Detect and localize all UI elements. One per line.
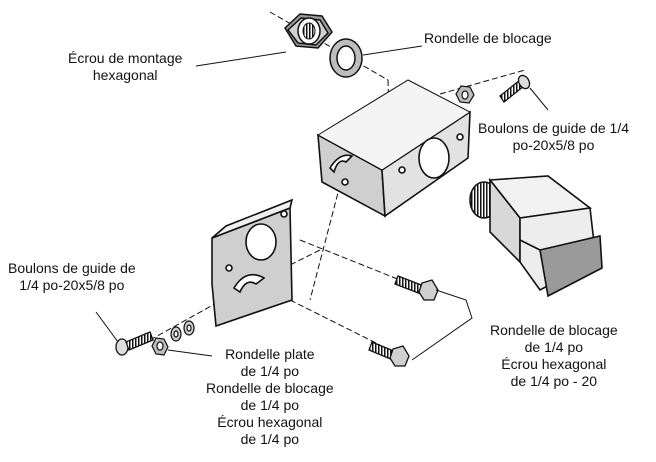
- label-lock-washer-top: Rondelle de blocage: [424, 30, 552, 47]
- label-line: Rondelle de blocage: [424, 30, 552, 46]
- label-line: hexagonal: [92, 67, 158, 83]
- label-line: Rondelle plate: [225, 346, 315, 362]
- label-guide-bolts-left: Boulons de guide de 1/4 po-20x5/8 po: [8, 260, 136, 294]
- label-line: de 1/4 po: [240, 431, 300, 447]
- label-line: de 1/4 po: [240, 397, 300, 413]
- label-washers-left: Rondelle plate de 1/4 po Rondelle de blo…: [206, 346, 334, 448]
- middle-bolt-lower: [368, 341, 410, 367]
- label-line: de 1/4 po - 20: [510, 373, 598, 389]
- label-line: 1/4 po-20x5/8 po: [19, 277, 125, 293]
- hex-mounting-nut: [284, 13, 333, 49]
- label-line: Rondelle de blocage: [490, 322, 618, 338]
- leader-lines: [95, 45, 549, 361]
- sensor-module: [469, 175, 603, 298]
- label-line: Écrou hexagonal: [501, 356, 607, 372]
- label-line: de 1/4 po: [240, 363, 300, 379]
- label-line: Boulons de guide de: [8, 260, 136, 276]
- label-line: de 1/4 po: [524, 339, 584, 355]
- middle-bolt-upper: [394, 275, 439, 301]
- label-washers-right: Rondelle de blocage de 1/4 po Écrou hexa…: [490, 322, 618, 390]
- right-l-bracket: [317, 79, 471, 218]
- label-line: po-20x5/8 po: [512, 137, 595, 153]
- small-hardware-left: [151, 320, 195, 356]
- left-bracket-plate: [211, 198, 294, 328]
- label-line: Écrou de montage: [68, 50, 183, 66]
- guide-bolt-top-right: [499, 74, 531, 103]
- guide-bolt-bottom-left: [115, 331, 154, 356]
- lock-washer-top: [329, 38, 363, 78]
- label-mount-nut: Écrou de montage hexagonal: [68, 50, 182, 84]
- label-line: Écrou hexagonal: [217, 414, 323, 430]
- label-line: Rondelle de blocage: [206, 380, 334, 396]
- label-guide-bolts-right: Boulons de guide de 1/4 po-20x5/8 po: [478, 120, 629, 154]
- label-line: Boulons de guide de 1/4: [478, 120, 630, 136]
